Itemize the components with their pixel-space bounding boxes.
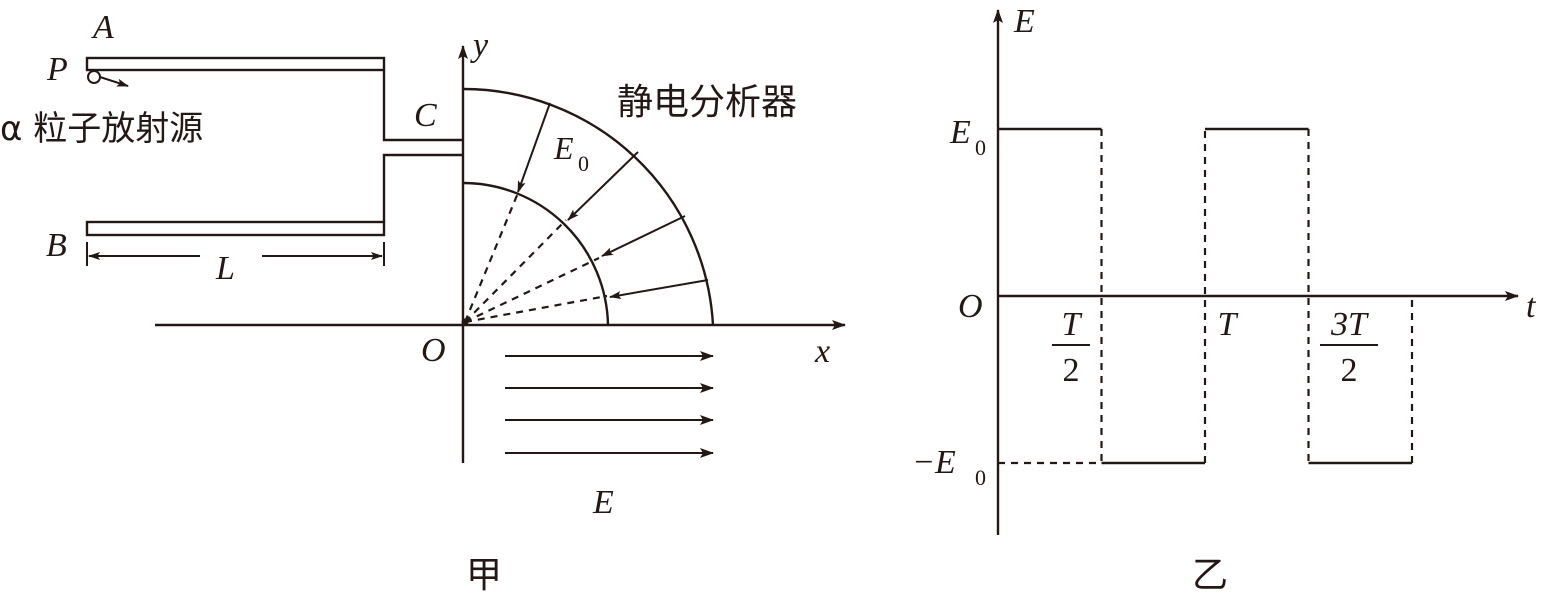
neg-e0-tick-subscript: 0 <box>975 465 986 490</box>
neg-e0-tick-label: −E <box>912 444 956 481</box>
field-e0-label: E <box>553 130 574 166</box>
plate-a-label: A <box>91 9 114 46</box>
right-chart: E t O E 0 −E 0 T 2 T 3T 2 乙 <box>912 3 1537 596</box>
channel-to-c <box>382 70 462 222</box>
half-t-denominator: 2 <box>1063 352 1080 389</box>
analyzer-label: 静电分析器 <box>617 82 797 123</box>
analyzer-outer-arc <box>462 87 715 326</box>
field-e-label: E <box>592 484 614 521</box>
x-axis-label: x <box>814 333 830 370</box>
caption-yi: 乙 <box>1192 555 1228 596</box>
three-half-t-denominator: 2 <box>1341 352 1358 389</box>
left-diagram: A P α 粒子放射源 B L C 静电分析器 E 0 y x O E 甲 <box>0 9 846 596</box>
analyzer-inner-arc <box>462 181 610 326</box>
field-e0-subscript: 0 <box>578 151 589 176</box>
source-point <box>87 70 101 84</box>
point-p-label: P <box>46 51 68 88</box>
e-axis-label: E <box>1013 3 1035 40</box>
chart-origin-label: O <box>958 288 983 325</box>
y-axis-label: y <box>470 27 489 64</box>
half-t-numerator: T <box>1062 306 1083 343</box>
e0-tick-subscript: 0 <box>975 135 986 160</box>
t-axis-label: t <box>1526 288 1537 325</box>
e0-tick-label: E <box>949 114 971 151</box>
dashed-radii <box>463 187 608 324</box>
point-c-label: C <box>414 97 437 134</box>
origin-label: O <box>421 332 446 369</box>
radial-field-arrows <box>517 102 709 300</box>
uniform-field-arrows <box>505 351 714 458</box>
length-label: L <box>215 250 235 287</box>
three-half-t-numerator: 3T <box>1330 306 1369 343</box>
source-label: α 粒子放射源 <box>0 109 203 149</box>
alpha-direction-arrow <box>99 76 129 87</box>
plate-b <box>85 220 386 237</box>
plate-a <box>85 56 386 72</box>
t-tick-label: T <box>1218 306 1239 343</box>
plate-b-label: B <box>46 227 67 264</box>
waveform <box>998 127 1414 465</box>
caption-jia: 甲 <box>466 555 502 596</box>
